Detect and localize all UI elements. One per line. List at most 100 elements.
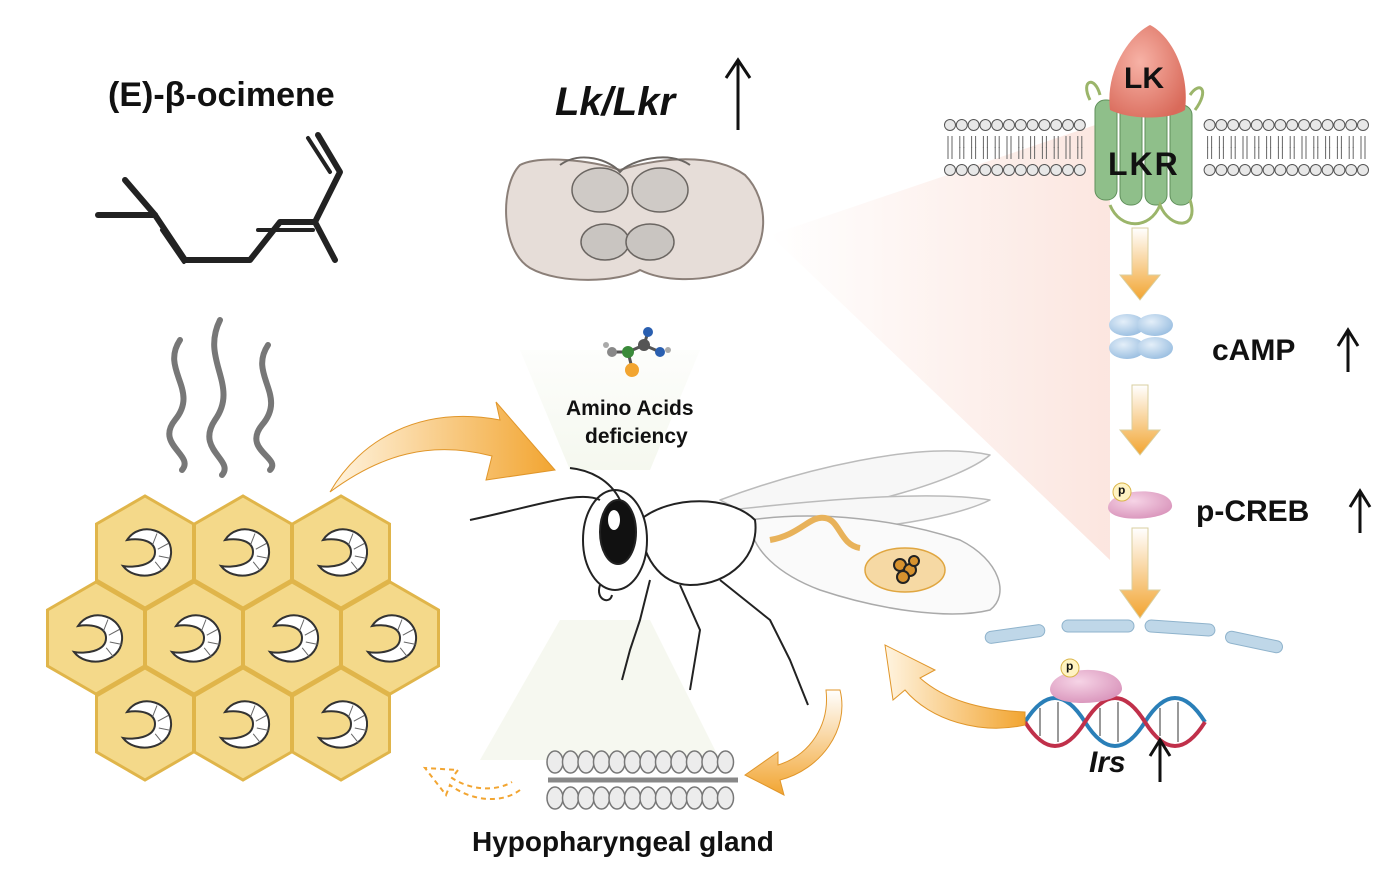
gland-acinus [639,750,657,774]
larva-segment [350,733,360,744]
brain-gene-label: Lk/Lkr [555,80,676,124]
larva-segment [354,727,367,731]
lipid-head [1003,119,1015,131]
lipid-head [1203,119,1216,131]
lipid-head [1239,164,1251,176]
larva-icon [316,700,369,749]
dna-phospho-label: p [1066,659,1074,673]
camp-label: cAMP [1212,334,1296,367]
larva-segment [348,533,354,545]
gland-acinus [670,750,688,774]
pcreb-dna-bound-icon [1050,658,1123,703]
gland-acinus [701,750,719,774]
lipid-head [967,164,980,176]
compound-title: (E)-β-ocimene [108,76,335,114]
gland-acinus [654,786,673,810]
wavy-odor-lines-icon [166,317,276,478]
amino-beam-upper [520,350,700,470]
gland-acinus [608,750,626,774]
lk-label: LK [1124,62,1164,95]
pcreb-phospho-label: p [1118,483,1126,497]
amino-beam-lower [480,620,720,760]
larva-segment [256,555,269,559]
amino-label-line1: Amino Acids [566,397,694,420]
larva-segment [256,727,269,731]
larva-segment [399,647,409,658]
gland-acinus [716,786,735,810]
lipid-head [979,119,992,131]
lipid-head [1286,119,1299,131]
lipid-head [1298,164,1310,176]
lipid-head [1026,119,1039,131]
gland-acinus [716,750,735,774]
amino-label-line2: deficiency [585,425,688,448]
pcreb-up-arrow-head [1348,488,1372,508]
larva-segment [250,705,256,717]
lipid-head [967,119,980,131]
lk-ligand-icon [1109,25,1186,118]
lipid-head [1357,164,1369,176]
lipid-head [1014,164,1027,176]
lipid-head [1227,164,1240,176]
larva-segment [350,561,360,572]
lipid-head [1262,119,1275,131]
lipid-head [955,119,968,131]
lipid-head [1239,119,1251,131]
larva-segment [152,705,158,717]
gland-acinus [592,750,611,774]
larva-segment [353,543,365,550]
larva-segment [105,647,115,658]
irs-up-arrow-head [1148,737,1172,757]
gland-acinus [670,786,688,810]
lipid-head [1073,164,1086,176]
camp-molecule-icon [1109,314,1173,359]
lipid-head [1050,119,1063,131]
gland-acinus [561,786,580,810]
lipid-head [1345,119,1358,131]
larva-segment [348,705,354,717]
larva-segment [157,543,169,550]
larva-segment [252,733,262,744]
lipid-head [944,164,956,176]
lipid-head [1038,164,1051,176]
gland-acinus [623,786,642,810]
dna-helix-icon [1023,696,1207,748]
lipid-head [1062,119,1074,131]
nuclear-membrane [984,619,1283,654]
gland-acinus [685,750,704,774]
lipid-head [1321,119,1334,131]
lipid-head [1050,164,1063,176]
cell-membrane-icon [944,119,1369,176]
larva-segment [152,533,158,545]
lipid-head [1333,164,1346,176]
odor-to-bee-arrow [329,401,556,493]
lipid-head [1215,164,1228,176]
lipid-head [1286,164,1299,176]
pcreb-protein-icon [1108,482,1173,519]
larva-segment [304,629,316,636]
larva-icon [120,700,173,749]
larva-segment [203,647,213,658]
larva-icon [169,614,222,663]
larva-icon [218,528,271,577]
gland-acinus [654,750,673,774]
gland-label: Hypopharyngeal gland [472,826,774,857]
larva-segment [158,555,171,559]
lipid-head [1227,119,1240,131]
bee-to-gland-arrow [744,689,843,796]
lipid-head [955,164,968,176]
larva-segment [250,533,256,545]
larva-segment [305,641,318,645]
larva-segment [402,629,414,636]
larva-segment [201,619,207,631]
lipid-head [1215,119,1228,131]
lipid-head [1345,164,1358,176]
camp-up-arrow-head [1336,327,1360,347]
larva-segment [207,641,220,645]
lipid-head [1203,164,1216,176]
lipid-head [1333,119,1346,131]
brain-icon [505,156,765,281]
gland-acinus [592,786,611,810]
honeycomb-cell [291,666,391,782]
larva-icon [120,528,173,577]
